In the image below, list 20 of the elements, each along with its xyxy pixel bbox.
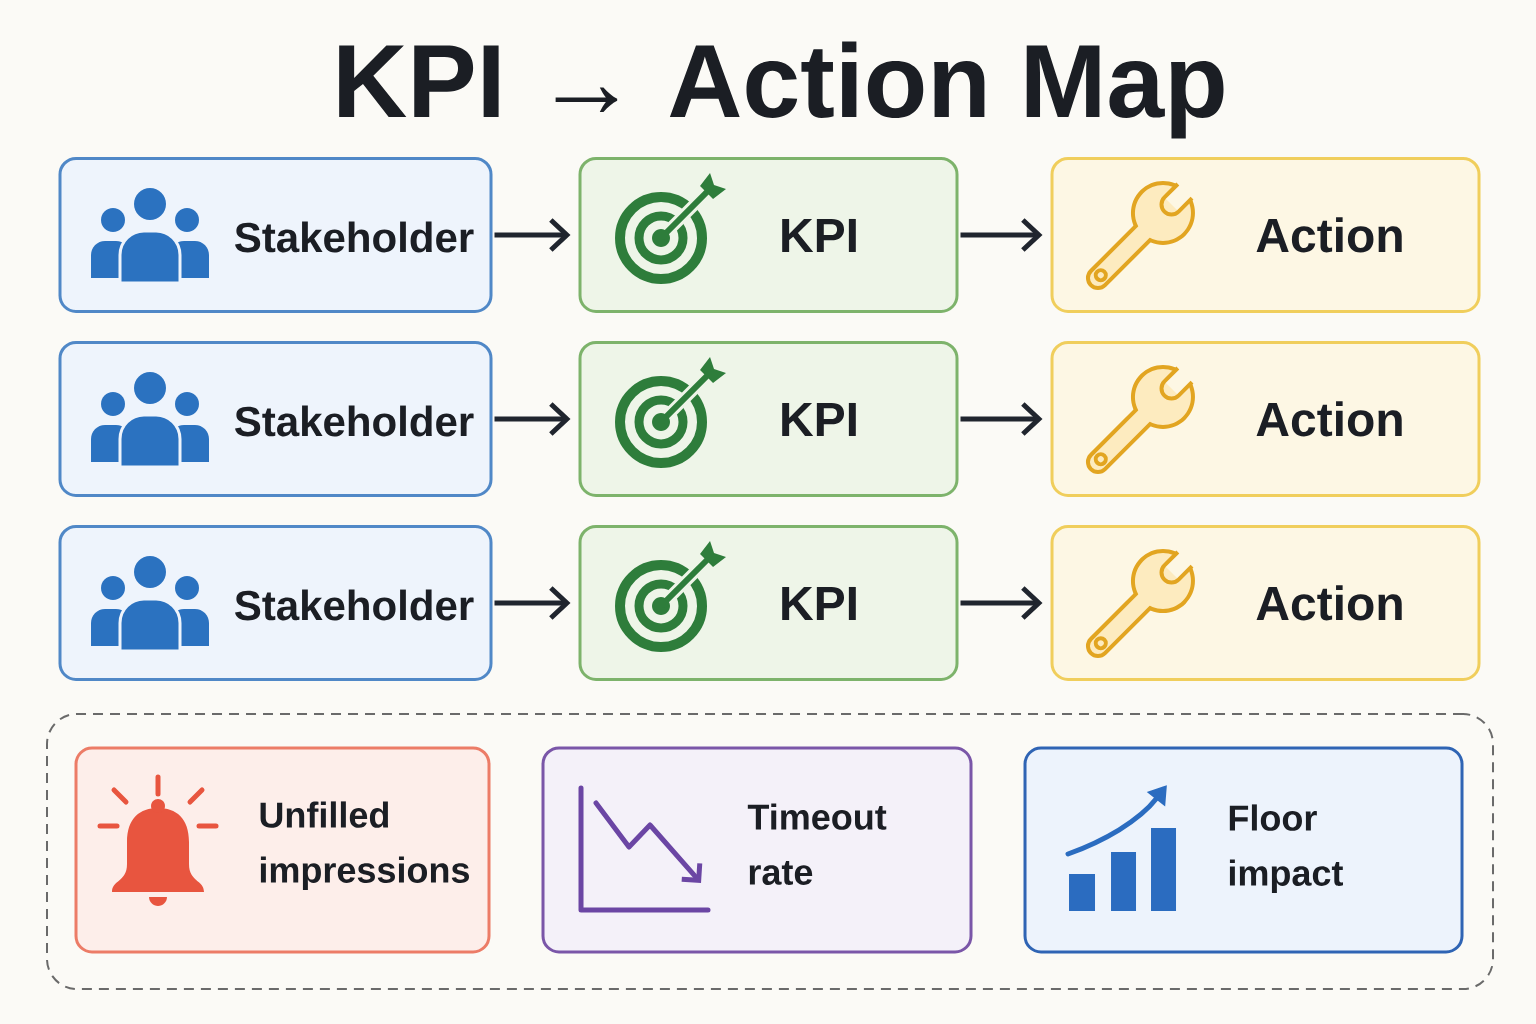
action-box: Action: [1050, 341, 1481, 497]
stakeholder-box: Stakeholder: [58, 525, 493, 681]
title: KPI → Action Map: [339, 41, 1224, 139]
metric-box: Timeout rate: [541, 746, 973, 954]
metric-box: Floor impact: [1023, 746, 1464, 954]
stakeholder-box: Stakeholder: [58, 157, 493, 313]
dashed-group-frame: [46, 713, 1494, 990]
arrow: [494, 218, 571, 252]
kpi-box: KPI: [578, 157, 959, 313]
arrow: [960, 218, 1043, 252]
arrow: [494, 586, 571, 620]
kpi-box: KPI: [578, 341, 959, 497]
action-box: Action: [1050, 157, 1481, 313]
action-box: Action: [1050, 525, 1481, 681]
stakeholder-box: Stakeholder: [58, 341, 493, 497]
arrow: [494, 402, 571, 436]
kpi-box: KPI: [578, 525, 959, 681]
arrow: [960, 586, 1043, 620]
metric-box: Unfilled impressions: [74, 746, 491, 954]
arrow: [960, 402, 1043, 436]
